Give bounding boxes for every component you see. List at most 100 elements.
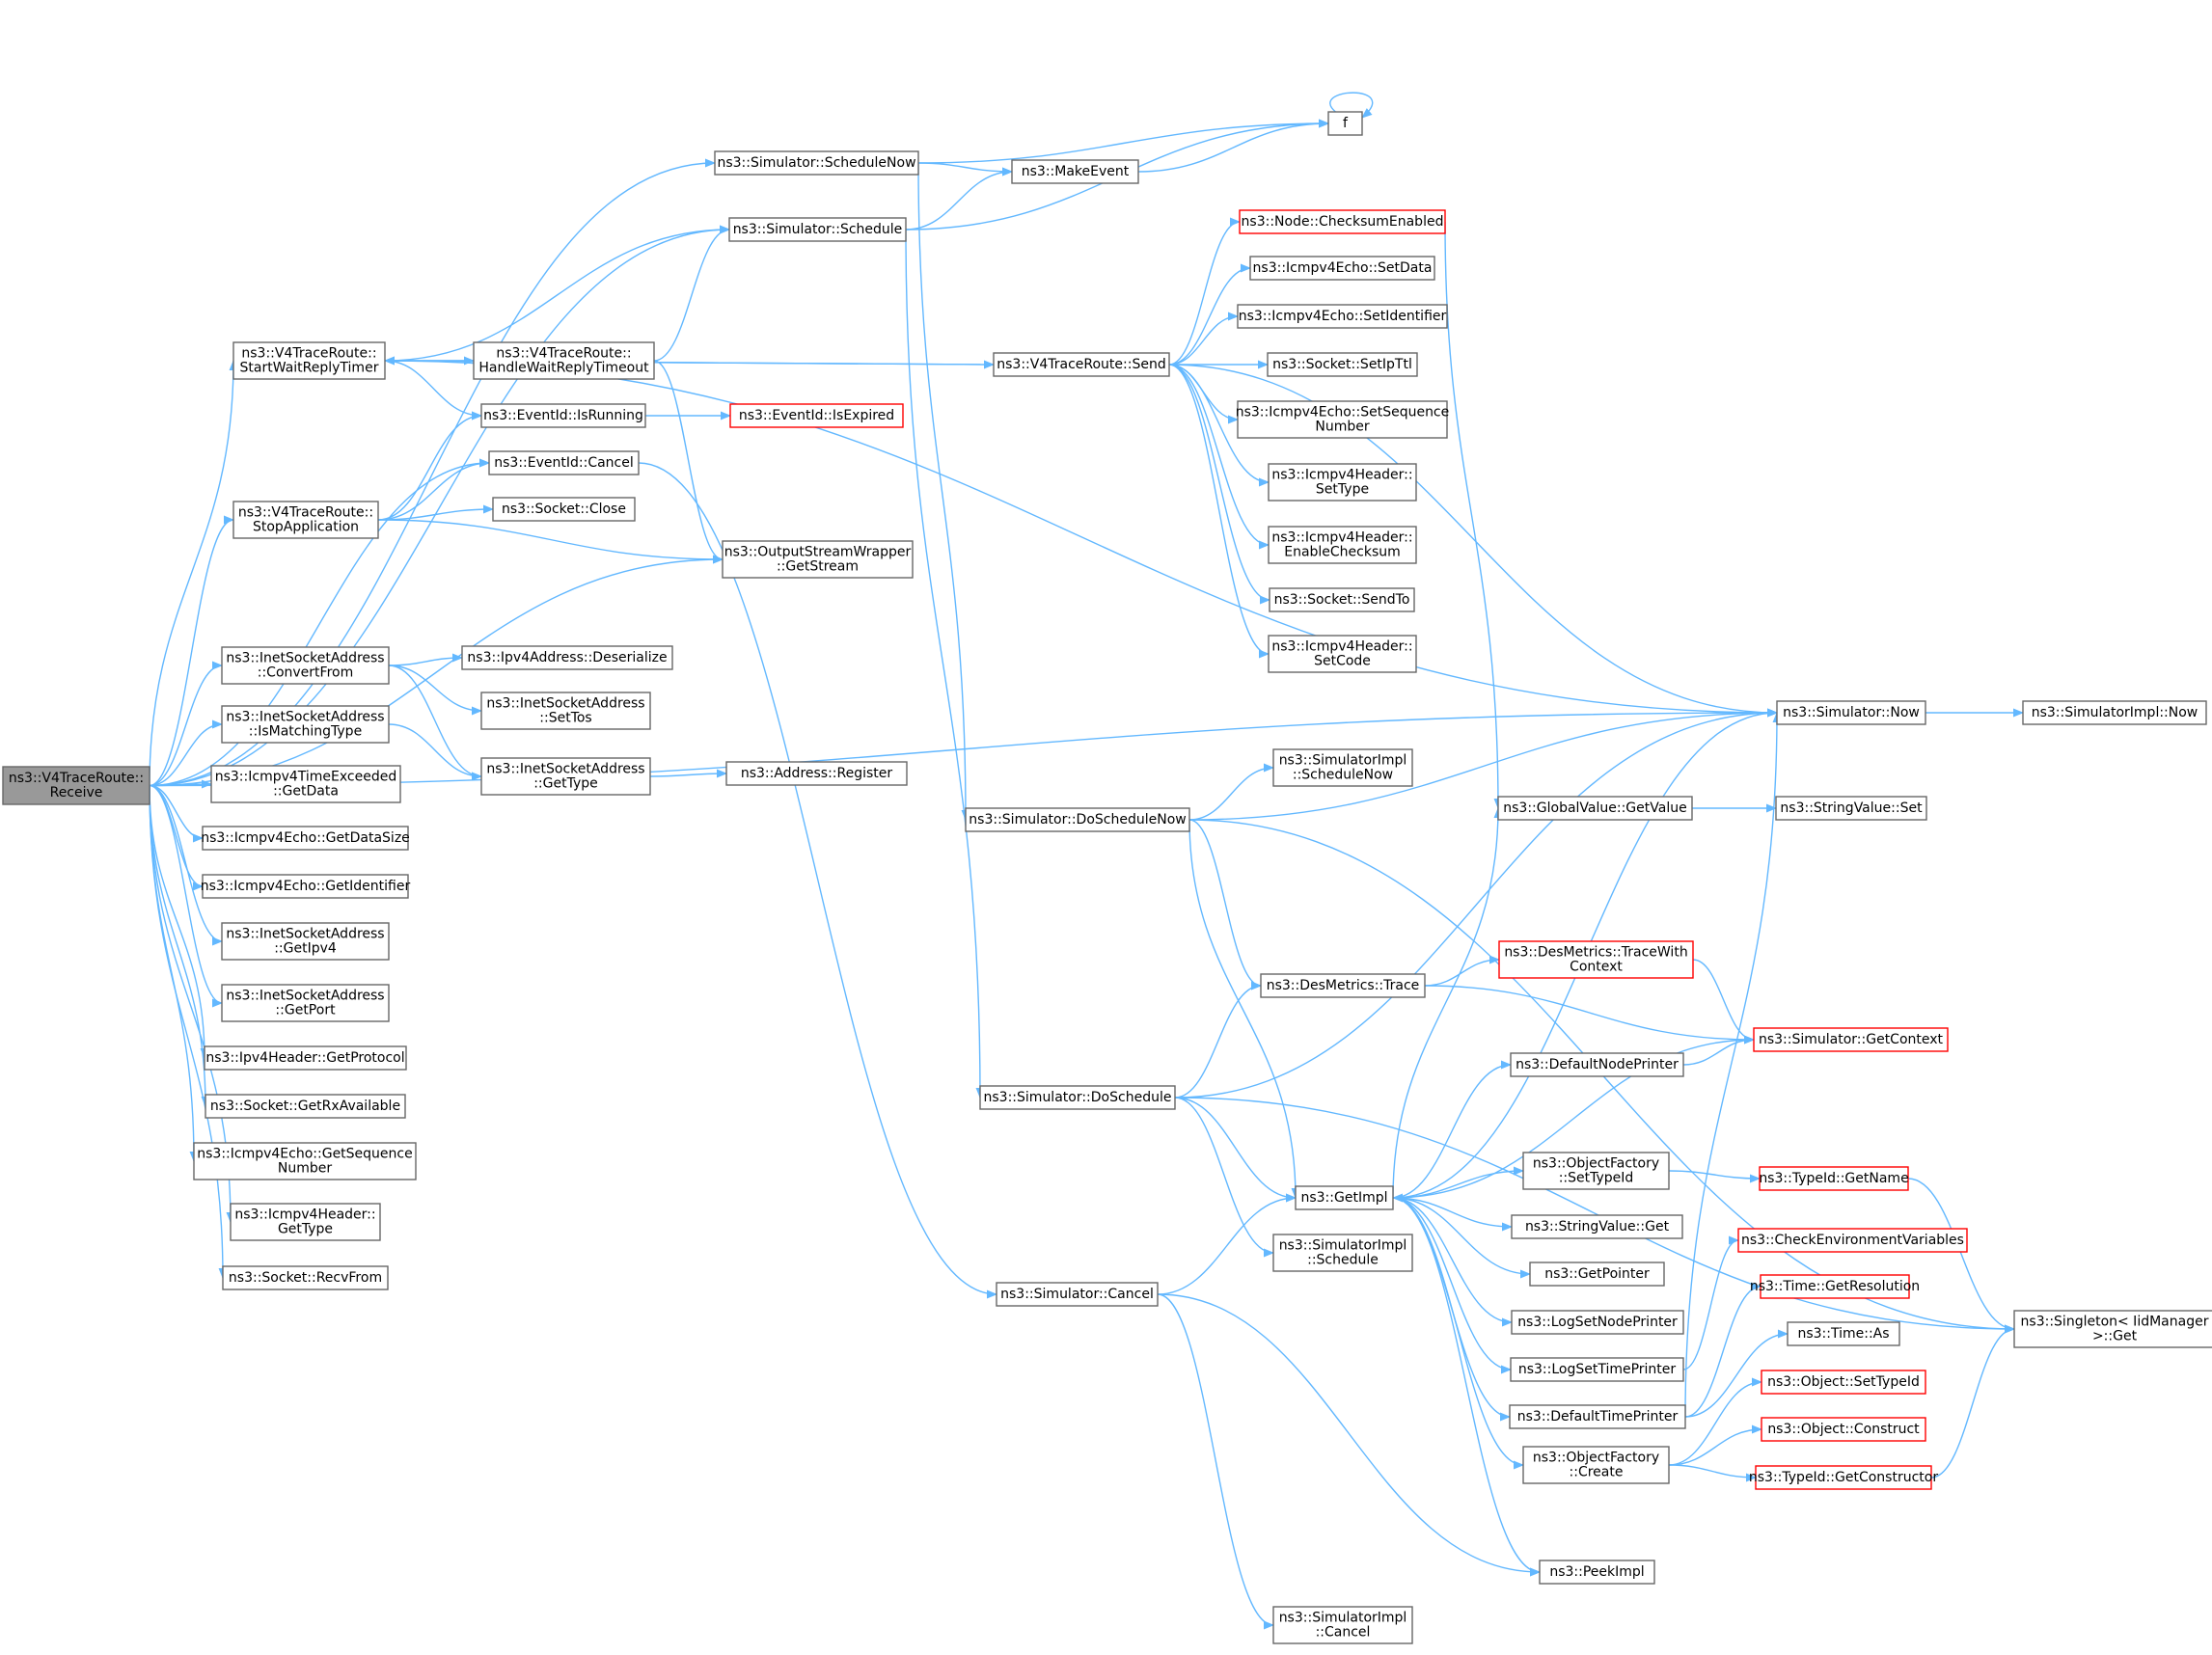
edge-receive-to-schedule xyxy=(149,225,731,787)
node-getrxavail[interactable]: ns3::Socket::GetRxAvailable xyxy=(205,1094,406,1119)
node-tgetname[interactable]: ns3::TypeId::GetName xyxy=(1759,1166,1909,1191)
node-singleton[interactable]: ns3::Singleton< IidManager>::Get xyxy=(2013,1310,2212,1348)
edge-schedule-to-dosched xyxy=(905,229,985,1099)
node-box xyxy=(1327,111,1363,136)
node-peekimpl[interactable]: ns3::PeekImpl xyxy=(1539,1560,1655,1585)
node-doschednow[interactable]: ns3::Simulator::DoScheduleNow xyxy=(965,807,1190,832)
node-ismatching[interactable]: ns3::InetSocketAddress::IsMatchingType xyxy=(221,705,390,744)
node-getcontext[interactable]: ns3::Simulator::GetContext xyxy=(1753,1027,1949,1052)
edge-destrace-to-getcontext xyxy=(1424,985,1756,1045)
node-dosched[interactable]: ns3::Simulator::DoSchedule xyxy=(979,1085,1176,1110)
node-box xyxy=(2022,700,2207,725)
node-sockclose[interactable]: ns3::Socket::Close xyxy=(492,497,636,522)
node-addrreg[interactable]: ns3::Address::Register xyxy=(725,761,908,786)
node-handlewait[interactable]: ns3::V4TraceRoute::HandleWaitReplyTimeou… xyxy=(473,341,655,380)
node-settos[interactable]: ns3::InetSocketAddress::SetTos xyxy=(480,692,651,730)
node-ofsettypeid[interactable]: ns3::ObjectFactory::SetTypeId xyxy=(1522,1152,1670,1190)
node-label: ns3::Simulator::Now xyxy=(1783,705,1920,720)
node-makeevent[interactable]: ns3::MakeEvent xyxy=(1011,159,1139,184)
node-label: ns3::Socket::RecvFrom xyxy=(229,1270,382,1286)
node-icmpte-getdata[interactable]: ns3::Icmpv4TimeExceeded::GetData xyxy=(210,765,401,803)
node-getpointer[interactable]: ns3::GetPointer xyxy=(1529,1262,1665,1287)
node-simnow[interactable]: ns3::Simulator::Now xyxy=(1776,700,1926,725)
node-simcancel[interactable]: ns3::Simulator::Cancel xyxy=(996,1282,1159,1307)
edge-dosched-to-simnow xyxy=(1174,708,1779,1099)
node-enablechk[interactable]: ns3::Icmpv4Header::EnableChecksum xyxy=(1268,526,1417,564)
node-label: ns3::DesMetrics::Trace xyxy=(1267,978,1420,993)
node-sendto[interactable]: ns3::Socket::SendTo xyxy=(1269,587,1415,612)
node-checkenv[interactable]: ns3::CheckEnvironmentVariables xyxy=(1737,1228,1968,1253)
node-box xyxy=(1522,1446,1670,1484)
node-logsettime[interactable]: ns3::LogSetTimePrinter xyxy=(1510,1357,1684,1382)
node-getdatasize[interactable]: ns3::Icmpv4Echo::GetDataSize xyxy=(201,826,410,851)
node-schedule[interactable]: ns3::Simulator::Schedule xyxy=(728,217,907,242)
node-logsetnode[interactable]: ns3::LogSetNodePrinter xyxy=(1511,1310,1684,1335)
node-recvfrom[interactable]: ns3::Socket::RecvFrom xyxy=(222,1265,389,1290)
edge-getimpl-to-getpointer xyxy=(1392,1197,1532,1279)
edge-ofcreate-to-getctor xyxy=(1668,1464,1758,1482)
node-getidentifier[interactable]: ns3::Icmpv4Echo::GetIdentifier xyxy=(201,874,411,899)
node-ofcreate[interactable]: ns3::ObjectFactory::Create xyxy=(1522,1446,1670,1484)
node-settype[interactable]: ns3::Icmpv4Header::SetType xyxy=(1268,463,1417,502)
node-checksum[interactable]: ns3::Node::ChecksumEnabled xyxy=(1239,209,1446,234)
edge-getimpl-to-logsettime xyxy=(1392,1197,1513,1374)
node-convertfrom[interactable]: ns3::InetSocketAddress::ConvertFrom xyxy=(221,646,390,685)
node-getipv4[interactable]: ns3::InetSocketAddress::GetIpv4 xyxy=(221,922,390,961)
node-svget[interactable]: ns3::StringValue::Get xyxy=(1511,1214,1683,1239)
node-setidentifier[interactable]: ns3::Icmpv4Echo::SetIdentifier xyxy=(1237,304,1448,329)
node-defnodeprinter[interactable]: ns3::DefaultNodePrinter xyxy=(1510,1052,1684,1077)
node-implcancel[interactable]: ns3::SimulatorImpl::Cancel xyxy=(1272,1606,1413,1644)
node-receive[interactable]: ns3::V4TraceRoute::Receive xyxy=(2,766,150,805)
node-svset[interactable]: ns3::StringValue::Set xyxy=(1775,796,1927,821)
edge-dosched-to-destrace xyxy=(1174,981,1263,1099)
node-gvget[interactable]: ns3::GlobalValue::GetValue xyxy=(1497,796,1693,821)
node-evcancel[interactable]: ns3::EventId::Cancel xyxy=(488,450,640,475)
node-stopapp[interactable]: ns3::V4TraceRoute::StopApplication xyxy=(232,501,379,539)
node-schednow[interactable]: ns3::Simulator::ScheduleNow xyxy=(714,150,919,176)
node-setcode[interactable]: ns3::Icmpv4Header::SetCode xyxy=(1268,635,1417,673)
node-label: ::ScheduleNow xyxy=(1293,768,1393,783)
node-isrunning[interactable]: ns3::EventId::IsRunning xyxy=(480,403,646,428)
node-simimplnow[interactable]: ns3::SimulatorImpl::Now xyxy=(2022,700,2207,725)
node-startwait[interactable]: ns3::V4TraceRoute::StartWaitReplyTimer xyxy=(232,341,386,380)
node-setipttl[interactable]: ns3::Socket::SetIpTtl xyxy=(1267,352,1418,377)
node-objsettypeid[interactable]: ns3::Object::SetTypeId xyxy=(1761,1370,1926,1395)
node-setdata[interactable]: ns3::Icmpv4Echo::SetData xyxy=(1249,256,1435,281)
node-label: EnableChecksum xyxy=(1284,545,1401,560)
node-send[interactable]: ns3::V4TraceRoute::Send xyxy=(993,352,1170,377)
node-destrace[interactable]: ns3::DesMetrics::Trace xyxy=(1260,973,1426,998)
edge-layer xyxy=(149,92,2025,1630)
node-isa-gettype[interactable]: ns3::InetSocketAddress::GetType xyxy=(480,757,651,796)
node-box xyxy=(230,1203,381,1241)
node-getport[interactable]: ns3::InetSocketAddress::GetPort xyxy=(221,984,390,1022)
node-f[interactable]: f xyxy=(1327,111,1363,136)
node-hdr-gettype[interactable]: ns3::Icmpv4Header::GetType xyxy=(230,1203,381,1241)
node-label: ::Cancel xyxy=(1316,1625,1371,1641)
node-implsched[interactable]: ns3::SimulatorImpl::Schedule xyxy=(1272,1234,1413,1272)
node-objconstruct[interactable]: ns3::Object::Construct xyxy=(1761,1417,1926,1442)
node-ipv4deser[interactable]: ns3::Ipv4Address::Deserialize xyxy=(461,645,673,670)
node-deftimeprinter[interactable]: ns3::DefaultTimePrinter xyxy=(1509,1404,1686,1429)
node-getctor[interactable]: ns3::TypeId::GetConstructor xyxy=(1749,1465,1938,1490)
edge-receive-to-getipv4 xyxy=(149,784,224,946)
edge-doschednow-to-destrace xyxy=(1188,819,1263,990)
edge-deftimeprinter-to-timeas xyxy=(1684,1329,1789,1418)
node-label: ns3::InetSocketAddress xyxy=(486,762,644,777)
node-getprotocol[interactable]: ns3::Ipv4Header::GetProtocol xyxy=(204,1045,407,1071)
node-label: ns3::Icmpv4Echo::SetSequence xyxy=(1236,405,1450,421)
node-getres[interactable]: ns3::Time::GetResolution xyxy=(1750,1274,1920,1299)
node-label: ns3::V4TraceRoute:: xyxy=(496,346,631,362)
node-box xyxy=(1509,1404,1686,1429)
edge-tgetname-to-singleton xyxy=(1907,1178,2016,1334)
node-isexpired[interactable]: ns3::EventId::IsExpired xyxy=(729,403,904,428)
node-label: ns3::V4TraceRoute:: xyxy=(241,346,376,362)
node-label: GetType xyxy=(278,1222,333,1237)
node-getimpl[interactable]: ns3::GetImpl xyxy=(1295,1185,1394,1210)
node-getstream[interactable]: ns3::OutputStreamWrapper::GetStream xyxy=(722,540,914,579)
node-box xyxy=(221,984,390,1022)
node-timeas[interactable]: ns3::Time::As xyxy=(1787,1321,1900,1346)
node-implschednow[interactable]: ns3::SimulatorImpl::ScheduleNow xyxy=(1272,748,1413,787)
